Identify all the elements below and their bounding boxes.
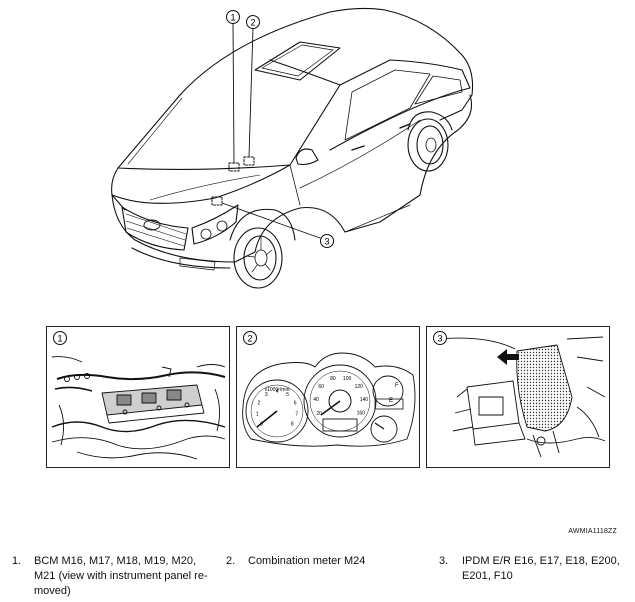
tachometer-tick-label: 1 [256,411,259,417]
svg-text:1: 1 [230,13,235,23]
speedometer-tick-label: 160 [357,411,366,417]
speedometer-tick-label: 60 [318,384,324,390]
caption-1-line-2: M21 (view with instrument panel re- [34,570,208,582]
detail-panel-ipdm: 3 [426,326,610,468]
speedometer-tick-label: 20 [316,411,322,417]
detail-panel-bcm: 1 [46,326,230,468]
panel-2-callout: 2 [247,334,252,344]
callout-2: 2 [246,15,260,29]
tachometer-ticks: 01 23 4 56 78 [256,389,299,428]
car-illustration: 1 2 3 [111,7,474,289]
speedometer-tick-label: 80 [330,376,336,382]
caption-2-line-1: Combination meter M24 [248,555,366,567]
arrow-icon [497,349,519,365]
svg-text:3: 3 [324,237,329,247]
speedometer-tick-label: 120 [355,384,364,390]
caption-3-line-2: E201, F10 [462,570,513,582]
tachometer-tick-label: 6 [294,400,297,406]
rpm-label: x1000r/min [265,387,290,393]
caption-1-number: 1. [12,555,22,567]
callout-3: 3 [320,234,334,248]
tachometer-tick-label: 0 [260,422,263,428]
tachometer-tick-label: 2 [258,400,261,406]
tachometer-tick-label: 5 [286,392,289,398]
speedometer-tick-label: 100 [343,376,352,382]
caption-2-number: 2. [226,555,236,567]
speedometer-tick-label: 40 [313,397,319,403]
callout-1: 1 [226,10,240,24]
fuel-empty-mark: E [389,398,393,404]
panel-1-callout: 1 [57,334,62,344]
figure-reference-id: AWMIA1118ZZ [568,528,617,535]
caption-3-number: 3. [439,555,449,567]
speedometer-tick-label: 140 [360,397,369,403]
caption-1-line-3: moved) [34,585,71,597]
caption-1-line-1: BCM M16, M17, M18, M19, M20, [34,555,196,567]
tachometer-tick-label: 7 [295,411,298,417]
caption-3-line-1: IPDM E/R E16, E17, E18, E200, [462,555,620,567]
panel-3-callout: 3 [437,334,442,344]
tachometer-tick-label: 8 [291,422,294,428]
svg-text:2: 2 [250,18,255,28]
fuel-full-mark: F [395,383,399,389]
tachometer-tick-label: 3 [265,392,268,398]
tachometer-tick-label: 4 [276,389,279,395]
